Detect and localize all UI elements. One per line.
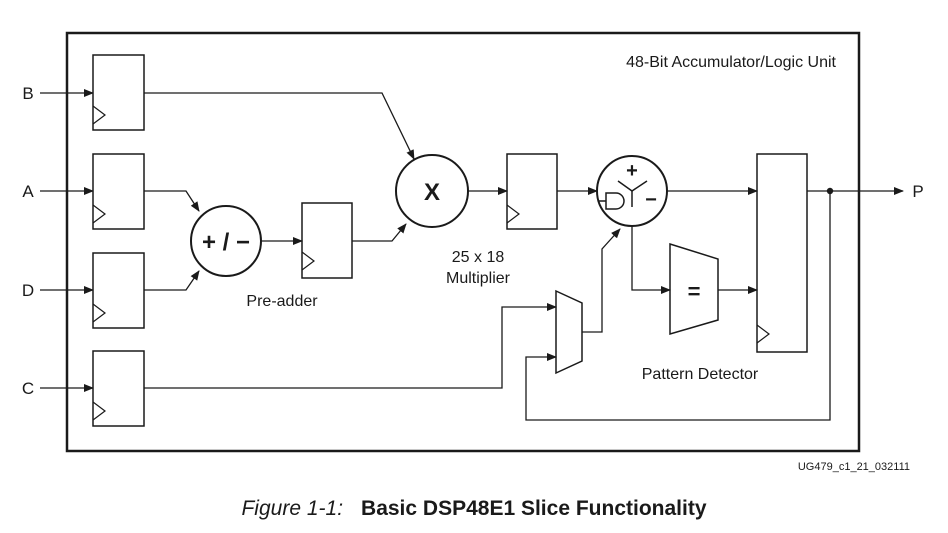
- input-label-d: D: [22, 281, 34, 300]
- input-label-a: A: [22, 182, 34, 201]
- slice-frame: [65, 31, 861, 453]
- preadder-symbol: + / −: [202, 229, 250, 256]
- register-clock-marks: [92, 105, 106, 421]
- pattern-detector-symbol: =: [688, 279, 701, 304]
- register-multiplier-clock: [506, 204, 520, 224]
- alu-plus: +: [626, 160, 638, 182]
- register-output: [756, 153, 808, 353]
- figure-caption-title: Basic DSP48E1 Slice Functionality: [361, 497, 707, 520]
- input-wires: [40, 89, 94, 392]
- pattern-detector-shape: [669, 242, 719, 335]
- alu-divider-lines: [617, 180, 648, 207]
- doc-id: UG479_c1_21_032111: [798, 461, 910, 473]
- multiplier-label-line2: Multiplier: [446, 270, 511, 287]
- output-label-p: P: [912, 182, 923, 201]
- pattern-detector-label: Pattern Detector: [642, 366, 759, 383]
- register-preadder-clock: [301, 251, 315, 271]
- input-label-b: B: [22, 84, 33, 103]
- multiplier-label-line1: 25 x 18: [452, 249, 505, 266]
- unit-title: 48-Bit Accumulator/Logic Unit: [626, 54, 836, 71]
- datapath-wires: [144, 92, 904, 421]
- preadder-label: Pre-adder: [246, 293, 318, 310]
- alu-minus: −: [645, 189, 657, 211]
- figure-caption-label: Figure 1-1:: [241, 497, 344, 520]
- register-preadder: [301, 202, 353, 279]
- and-gate-icon: [598, 192, 625, 210]
- register-a: [92, 153, 145, 230]
- register-output-clock: [756, 324, 770, 344]
- c-mux: [555, 289, 583, 375]
- input-label-c: C: [22, 379, 34, 398]
- figure-caption: Figure 1-1: Basic DSP48E1 Slice Functiona…: [0, 497, 948, 521]
- multiplier-symbol: X: [424, 179, 440, 206]
- feedback-junction-dot: [826, 187, 834, 195]
- input-registers: [92, 54, 145, 427]
- dsp48e1-diagram: 48-Bit Accumulator/Logic Unit B A D C + …: [22, 31, 924, 473]
